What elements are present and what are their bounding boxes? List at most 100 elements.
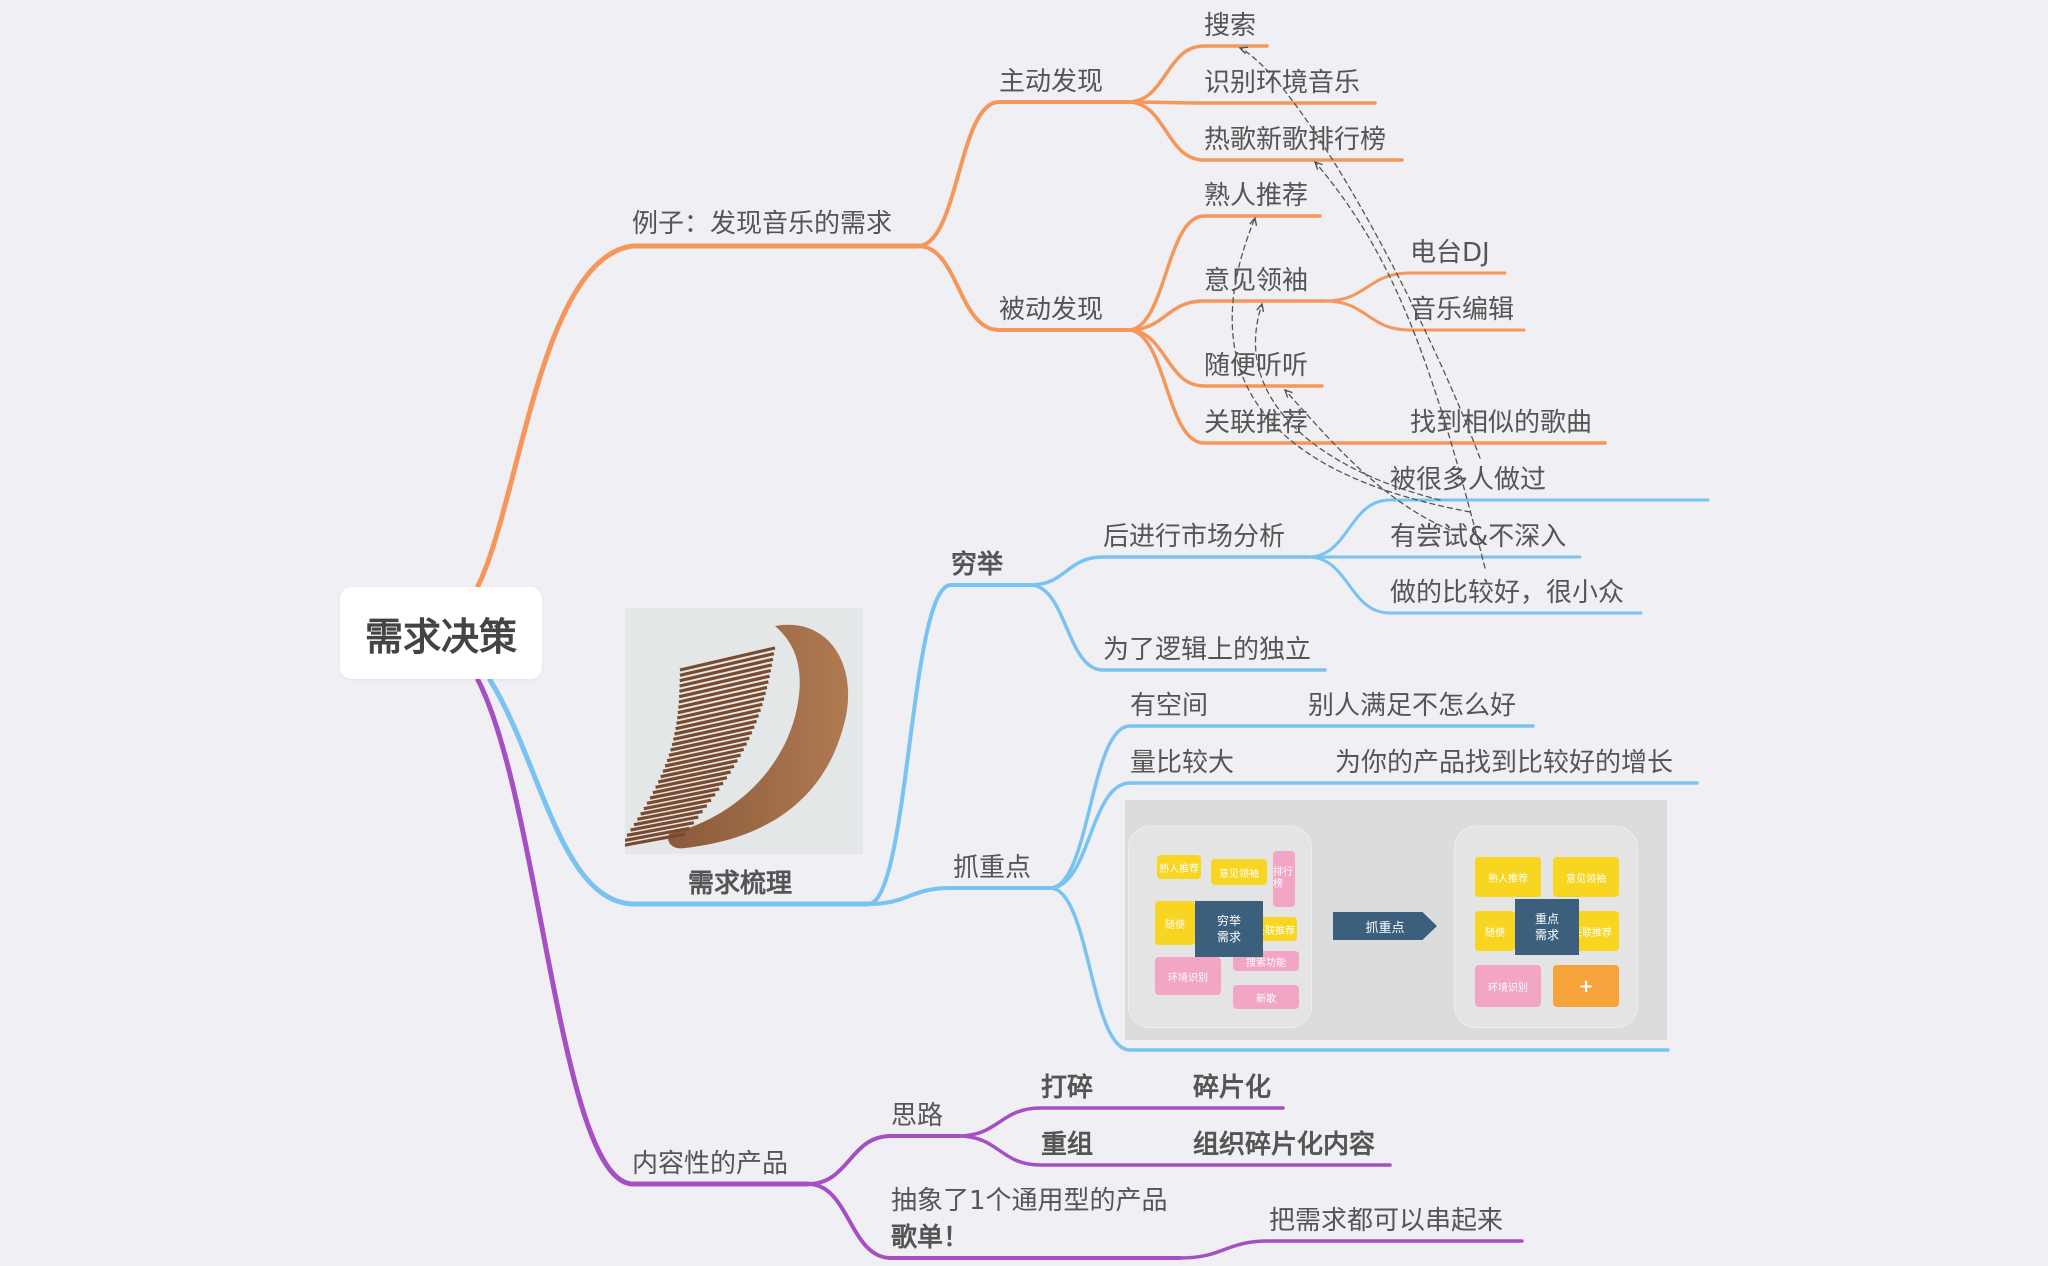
comb-tooth [662, 753, 742, 773]
node-others-bad[interactable]: 别人满足不怎么好 [1308, 691, 1517, 721]
tile: 熟人推荐 [1157, 855, 1201, 879]
comb-tooth [640, 798, 712, 816]
connector-example-passive [916, 244, 1130, 332]
node-music-editor[interactable]: 音乐编辑 [1410, 295, 1515, 325]
node-regroup[interactable]: 重组 [1041, 1130, 1094, 1160]
node-market[interactable]: 后进行市场分析 [1103, 522, 1286, 552]
node-space[interactable]: 有空间 [1130, 691, 1209, 721]
comb-tooth [671, 725, 755, 747]
node-fragment[interactable]: 碎片化 [1193, 1073, 1272, 1103]
comb-tooth [637, 804, 708, 821]
comb-image [625, 608, 863, 854]
node-growth[interactable]: 为你的产品找到比较好的增长 [1335, 748, 1674, 778]
comb-tooth [673, 719, 757, 741]
connector-example-active [916, 100, 1130, 248]
node-focus[interactable]: 抓重点 [953, 853, 1032, 883]
comb-tooth [679, 646, 776, 672]
node-abstract-line2[interactable]: 歌单！ [891, 1223, 970, 1253]
node-logic[interactable]: 为了逻辑上的独立 [1103, 635, 1312, 665]
comb-tooth [668, 736, 750, 757]
node-similar-songs[interactable]: 找到相似的歌曲 [1410, 408, 1593, 438]
node-charts[interactable]: 热歌新歌排行榜 [1204, 125, 1387, 155]
connector-root-sorting [487, 677, 871, 907]
node-organize[interactable]: 组织碎片化内容 [1193, 1130, 1376, 1160]
node-passive[interactable]: 被动发现 [999, 295, 1104, 325]
comb-tooth [633, 809, 703, 827]
comb-tooth [679, 668, 772, 693]
connector-abstract-connect [1178, 1239, 1524, 1260]
comb-tooth [630, 815, 699, 832]
node-sorting[interactable]: 需求梳理 [688, 869, 793, 899]
tile: 熟人推荐 [1475, 857, 1541, 897]
tile: 环境识别 [1475, 965, 1541, 1007]
relation-arrow-opinion [1254, 303, 1441, 501]
node-content[interactable]: 内容性的产品 [632, 1149, 789, 1179]
connector-sorting-focus [866, 886, 1052, 906]
focus-panel: 熟人推荐 意见领袖 随便 关联推荐 环境识别 + 重点 需求 [1454, 826, 1638, 1028]
connector-exhaust-market [1028, 555, 1310, 587]
connector-root-content [475, 677, 811, 1187]
arrowhead-opinion [1256, 302, 1265, 312]
node-idea[interactable]: 思路 [891, 1101, 944, 1131]
node-radio-dj[interactable]: 电台DJ [1410, 238, 1490, 268]
exhaust-panel: 熟人推荐 意见领袖 排行榜 随便 关联推荐 环境识别 搜索功能 新歌 穷举 需求 [1128, 826, 1312, 1028]
relation-arrow-random [1284, 389, 1451, 531]
exhaust-center: 穷举 需求 [1195, 901, 1263, 957]
tile: 新歌 [1233, 985, 1299, 1009]
comb-tooth [675, 708, 761, 731]
connector-idea-regroup [956, 1134, 1392, 1167]
connector-active-search [1126, 44, 1269, 104]
node-done-many[interactable]: 被很多人做过 [1390, 465, 1547, 495]
node-random[interactable]: 随便听听 [1204, 351, 1309, 381]
connector-passive-opinion [1126, 299, 1327, 332]
arrowhead-search [1238, 46, 1249, 55]
node-volume[interactable]: 量比较大 [1130, 748, 1235, 778]
arrowhead-acquaintance [1249, 216, 1258, 226]
connector-content-abstract [806, 1182, 1182, 1260]
node-connect[interactable]: 把需求都可以串起来 [1269, 1206, 1504, 1236]
comb-tooth [676, 697, 765, 720]
node-shatter[interactable]: 打碎 [1041, 1073, 1094, 1103]
root-node[interactable]: 需求决策 [340, 587, 542, 679]
arrowhead-random [1283, 388, 1293, 398]
connector-focus-space [1048, 724, 1535, 890]
connector-root-example [475, 243, 921, 589]
connector-focus-image [1048, 886, 1670, 1052]
comb-tooth [625, 832, 686, 847]
node-done-well[interactable]: 做的比较好，很小众 [1390, 578, 1625, 608]
connector-content-idea [806, 1134, 960, 1186]
tile: 意见领袖 [1211, 859, 1267, 885]
focus-arrow: 抓重点 [1333, 912, 1437, 940]
node-tried[interactable]: 有尝试&不深入 [1390, 522, 1567, 552]
node-exhaust[interactable]: 穷举 [951, 550, 1004, 580]
connector-active-charts [1126, 100, 1404, 162]
comb-tooth [646, 787, 720, 805]
node-related[interactable]: 关联推荐 [1204, 408, 1309, 438]
comb-tooth [626, 821, 695, 837]
relation-arrow-charts [1314, 161, 1486, 569]
comb-tooth [666, 742, 747, 763]
node-search[interactable]: 搜索 [1204, 11, 1257, 41]
comb-tooth [657, 764, 735, 784]
tile: 环境识别 [1155, 957, 1221, 995]
node-abstract-line1[interactable]: 抽象了1个通用型的产品 [891, 1186, 1168, 1216]
relation-arrow-search [1239, 47, 1481, 459]
comb-tooth [625, 826, 690, 843]
node-acquaintance[interactable]: 熟人推荐 [1204, 181, 1309, 211]
connector-focus-volume [1048, 781, 1699, 890]
comb-illustration [625, 608, 863, 854]
tile: 排行榜 [1273, 851, 1295, 907]
node-active[interactable]: 主动发现 [999, 67, 1104, 97]
tile: 意见领袖 [1553, 857, 1619, 897]
node-opinion-leader[interactable]: 意见领袖 [1204, 266, 1309, 296]
comb-tooth [679, 657, 774, 683]
comb-tooth [655, 770, 731, 789]
node-identify[interactable]: 识别环境音乐 [1204, 68, 1361, 98]
comb-tooth [660, 759, 738, 779]
connector-market-done-well [1306, 555, 1643, 615]
comb-tooth [652, 776, 728, 795]
node-example[interactable]: 例子：发现音乐的需求 [632, 209, 893, 239]
comb-tooth [643, 792, 716, 811]
connector-passive-related [1126, 328, 1322, 445]
